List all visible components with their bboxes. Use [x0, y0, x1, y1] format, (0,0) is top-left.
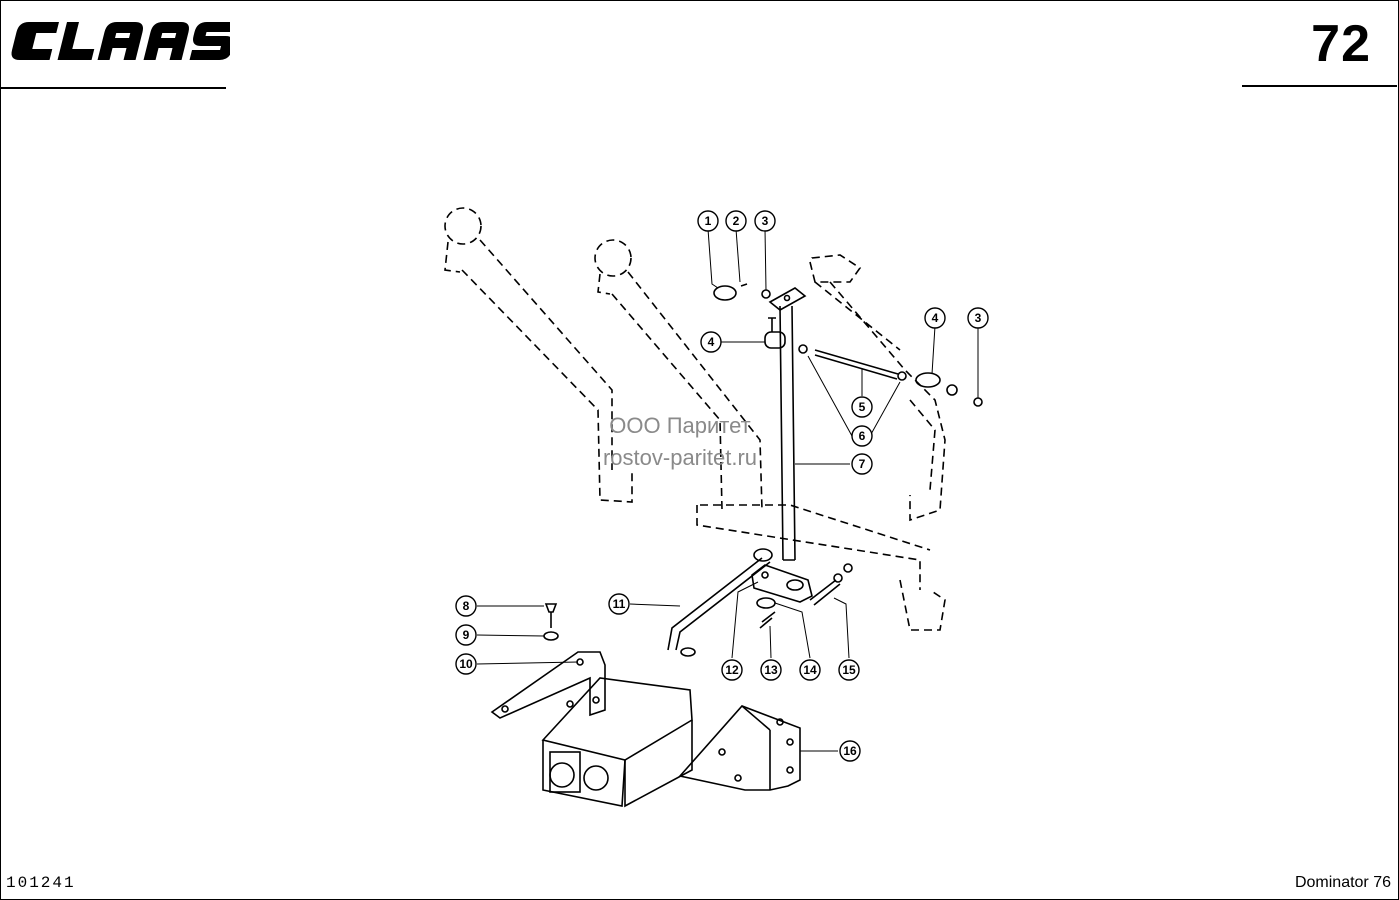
callout-label-4b: 4	[932, 311, 939, 325]
part-washer-1	[713, 285, 737, 301]
callouts	[455, 210, 989, 762]
callout-6	[851, 425, 873, 447]
ghost-lever-middle	[594, 239, 763, 511]
page-number: 72	[1311, 15, 1371, 73]
callout-2	[725, 210, 747, 232]
top-plate	[768, 287, 807, 311]
watermark-company: ООО Паритет	[609, 413, 751, 438]
document-id: 101241	[6, 874, 76, 892]
brand-logo	[11, 22, 230, 60]
callout-label-6: 6	[859, 429, 866, 443]
callout-16	[839, 740, 861, 762]
callout-3a	[754, 210, 776, 232]
watermark: ООО Паритет rostov-paritet.ru	[560, 410, 800, 474]
callout-label-9: 9	[463, 628, 470, 642]
callout-5	[851, 396, 873, 418]
watermark-url: rostov-paritet.ru	[602, 445, 758, 470]
callout-label-16: 16	[843, 744, 857, 758]
callout-label-11: 11	[613, 597, 626, 611]
callout-label-3b: 3	[975, 311, 982, 325]
callout-1	[697, 210, 719, 232]
callout-12	[721, 659, 743, 681]
callout-13	[760, 659, 782, 681]
callout-4b	[924, 307, 946, 329]
ghost-lever-right	[809, 254, 946, 522]
threaded-rod	[798, 344, 907, 381]
callout-9	[455, 624, 477, 646]
callout-7	[851, 453, 873, 475]
ball-joint-left	[764, 317, 786, 349]
lower-rod	[667, 557, 771, 651]
model-name: Dominator 76	[1294, 874, 1391, 891]
callout-10	[455, 653, 477, 675]
bottom-bracket	[751, 564, 813, 603]
callout-label-4a: 4	[708, 335, 715, 349]
callout-4a	[700, 331, 722, 353]
header-rule-right	[1242, 85, 1397, 87]
callout-8	[455, 595, 477, 617]
callout-label-8: 8	[463, 599, 470, 613]
callout-label-3a: 3	[762, 214, 769, 228]
angle-bracket	[490, 651, 606, 719]
callout-label-1: 1	[705, 214, 712, 228]
callout-label-2: 2	[733, 214, 740, 228]
callout-label-7: 7	[859, 457, 866, 471]
callout-label-14: 14	[803, 663, 817, 677]
callout-11	[608, 593, 630, 615]
callout-label-10: 10	[459, 657, 473, 671]
callout-label-13: 13	[764, 663, 778, 677]
callout-3b	[967, 307, 989, 329]
callout-15	[838, 659, 860, 681]
callout-label-5: 5	[859, 400, 866, 414]
mounting-bracket	[678, 705, 801, 791]
valve-block	[541, 677, 693, 808]
header-rule-left	[0, 87, 226, 89]
callout-label-12: 12	[725, 663, 739, 677]
ball-joint-right	[915, 372, 983, 407]
leader-lines	[476, 228, 979, 752]
ghost-lever-left	[444, 207, 633, 503]
ghost-frame	[696, 504, 946, 631]
callout-label-15: 15	[842, 663, 856, 677]
callout-14	[799, 659, 821, 681]
